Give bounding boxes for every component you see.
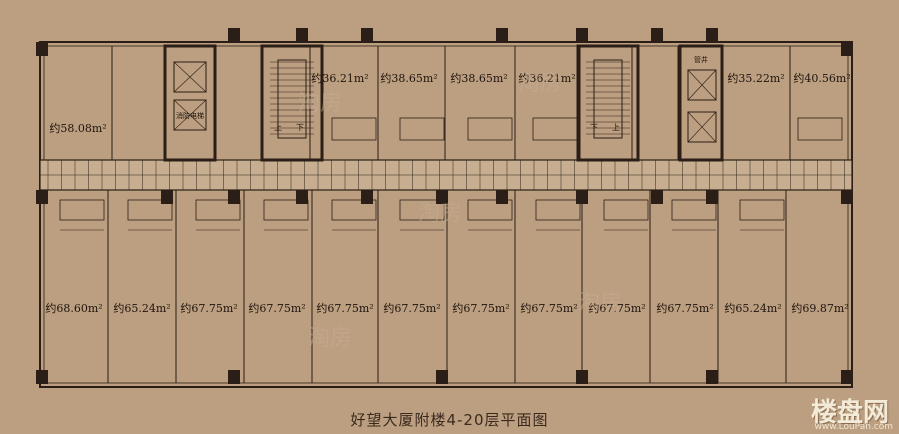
elevator-core-right [678, 44, 724, 162]
unit-area-label: 约67.75m² [656, 302, 713, 315]
plan-caption: 好望大厦附楼4-20层平面图 [350, 411, 549, 429]
bathroom-block [467, 117, 513, 141]
elevator-x [687, 111, 717, 143]
stair-label: 上 [612, 123, 620, 132]
unit-area-label: 约67.75m² [452, 302, 509, 315]
bathroom-block [59, 199, 105, 221]
stair-core-left [260, 44, 324, 162]
structural-column [706, 28, 718, 42]
structural-column [228, 190, 240, 204]
unit-area-label: 约68.60m² [45, 302, 102, 315]
structural-column [436, 190, 448, 204]
structural-column [651, 190, 663, 204]
fire-elevator-car [173, 99, 207, 131]
taofang-watermark: 淘房 [298, 91, 342, 116]
structural-column [228, 370, 240, 384]
unit-area-label: 约67.75m² [248, 302, 305, 315]
elevator-x [173, 61, 207, 93]
well-label: 管井 [694, 55, 708, 64]
bathroom-block [467, 199, 513, 221]
structural-column [706, 190, 718, 204]
unit-area-label: 约65.24m² [113, 302, 170, 315]
taofang-watermark: 淘房 [578, 291, 622, 316]
structural-column [496, 190, 508, 204]
structural-column [36, 190, 48, 204]
structural-column [841, 190, 853, 204]
site-url-watermark: www.LouPan.com [814, 422, 893, 432]
structural-column [576, 190, 588, 204]
structural-column [496, 28, 508, 42]
taofang-watermark: 淘房 [308, 326, 352, 351]
elevator-core-left [163, 44, 217, 162]
stair-well [277, 59, 307, 139]
structural-column [576, 28, 588, 42]
stair-label: 上 [274, 123, 282, 132]
bathroom-block [127, 199, 173, 221]
structural-column [841, 42, 853, 56]
unit-area-label: 约36.21m² [518, 72, 575, 85]
bathroom-block [263, 199, 309, 221]
structural-column [228, 28, 240, 42]
bathroom-block [331, 117, 377, 141]
bathroom-block [195, 199, 241, 221]
unit-area-label: 约38.65m² [450, 72, 507, 85]
site-logo-watermark: 楼盘网 [810, 398, 889, 428]
unit-area-label: 约65.24m² [724, 302, 781, 315]
taofang-watermark: 淘房 [418, 201, 462, 226]
elevator-x [173, 99, 207, 131]
structural-column [361, 28, 373, 42]
unit-area-label: 约69.87m² [791, 302, 848, 315]
stair-well [593, 59, 623, 139]
fire-elevator-label: 消防电梯 [176, 111, 204, 120]
elevator-car [687, 69, 717, 101]
taofang-watermark: 淘房 [518, 71, 562, 96]
structural-column [841, 370, 853, 384]
stair-core-right [576, 44, 640, 162]
unit-area-label: 约38.65m² [380, 72, 437, 85]
structural-column [576, 370, 588, 384]
structural-column [706, 370, 718, 384]
structural-column [361, 190, 373, 204]
elevator-car [173, 61, 207, 93]
outer-wall [39, 41, 853, 388]
bathroom-block [399, 117, 445, 141]
unit-area-label: 约40.56m² [793, 72, 850, 85]
bathroom-block [331, 199, 377, 221]
structural-column [651, 28, 663, 42]
bathroom-block [739, 199, 785, 221]
unit-area-label: 约35.22m² [727, 72, 784, 85]
unit-area-label: 约36.21m² [311, 72, 368, 85]
stair-label: 下 [296, 123, 304, 132]
unit-area-label: 约67.75m² [520, 302, 577, 315]
bathroom-block [535, 199, 581, 221]
structural-column [436, 370, 448, 384]
bathroom-block [671, 199, 717, 221]
structural-column [296, 190, 308, 204]
structural-column [36, 42, 48, 56]
stair-label: 下 [590, 123, 598, 132]
unit-area-label: 约67.75m² [383, 302, 440, 315]
unit-area-label: 约67.75m² [588, 302, 645, 315]
structural-column [36, 370, 48, 384]
elevator-car [687, 111, 717, 143]
bathroom-block [532, 117, 578, 141]
bathroom-block [399, 199, 445, 221]
unit-area-label: 约58.08m² [49, 122, 106, 135]
elevator-x [687, 69, 717, 101]
structural-column [296, 28, 308, 42]
bathroom-block [603, 199, 649, 221]
unit-area-label: 约67.75m² [180, 302, 237, 315]
unit-area-label: 约67.75m² [316, 302, 373, 315]
bathroom-block [797, 117, 843, 141]
structural-column [161, 190, 173, 204]
